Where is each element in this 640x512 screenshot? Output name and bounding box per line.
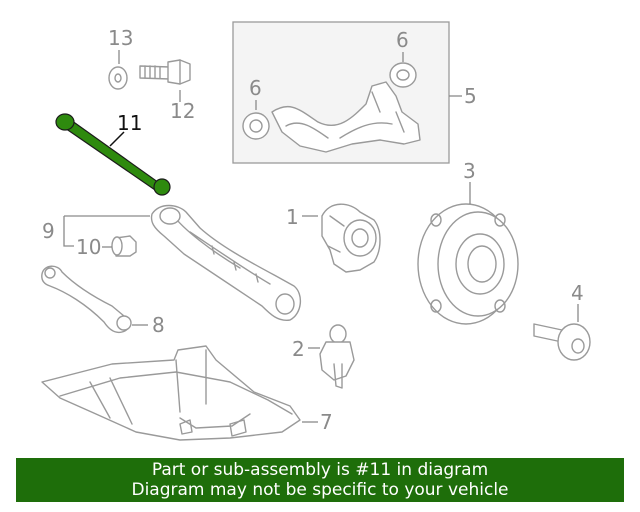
banner-line-2: Diagram may not be specific to your vehi… (131, 480, 509, 500)
callout-12[interactable]: 12 (170, 99, 195, 123)
callout-4[interactable]: 4 (571, 281, 584, 305)
info-banner: Part or sub-assembly is #11 in diagram D… (16, 458, 624, 502)
callout-6b[interactable]: 6 (396, 28, 409, 52)
callout-9[interactable]: 9 (42, 219, 55, 243)
callout-2[interactable]: 2 (292, 337, 305, 361)
bushing-part-10[interactable] (111, 235, 137, 257)
lower-arm-part-9[interactable] (150, 204, 301, 321)
callout-10[interactable]: 10 (76, 235, 101, 259)
upper-arm-box-part-5[interactable] (232, 21, 450, 164)
callout-11[interactable]: 11 (117, 111, 142, 135)
callout-5[interactable]: 5 (464, 84, 477, 108)
leader-9 (63, 215, 150, 247)
axle-bolt-part-4[interactable] (533, 323, 591, 361)
leader-11 (109, 131, 125, 147)
callout-7[interactable]: 7 (320, 410, 333, 434)
ball-joint-part-2[interactable] (319, 324, 355, 389)
link-arm-part-8[interactable] (41, 265, 132, 334)
parts-diagram: 13 12 5 6 6 11 9 (41, 21, 591, 441)
callout-3[interactable]: 3 (463, 159, 476, 183)
hub-part-3[interactable] (417, 203, 519, 325)
callout-1[interactable]: 1 (286, 205, 299, 229)
control-rod-part-11[interactable] (55, 113, 171, 196)
callout-6a[interactable]: 6 (249, 76, 262, 100)
callout-8[interactable]: 8 (152, 313, 165, 337)
knuckle-part-1[interactable] (321, 203, 381, 273)
banner-line-1: Part or sub-assembly is #11 in diagram (151, 460, 489, 480)
shield-part-7[interactable] (41, 345, 301, 441)
callout-13[interactable]: 13 (108, 26, 133, 50)
washer-part-13[interactable] (108, 66, 128, 90)
bolt-part-12[interactable] (139, 59, 191, 85)
